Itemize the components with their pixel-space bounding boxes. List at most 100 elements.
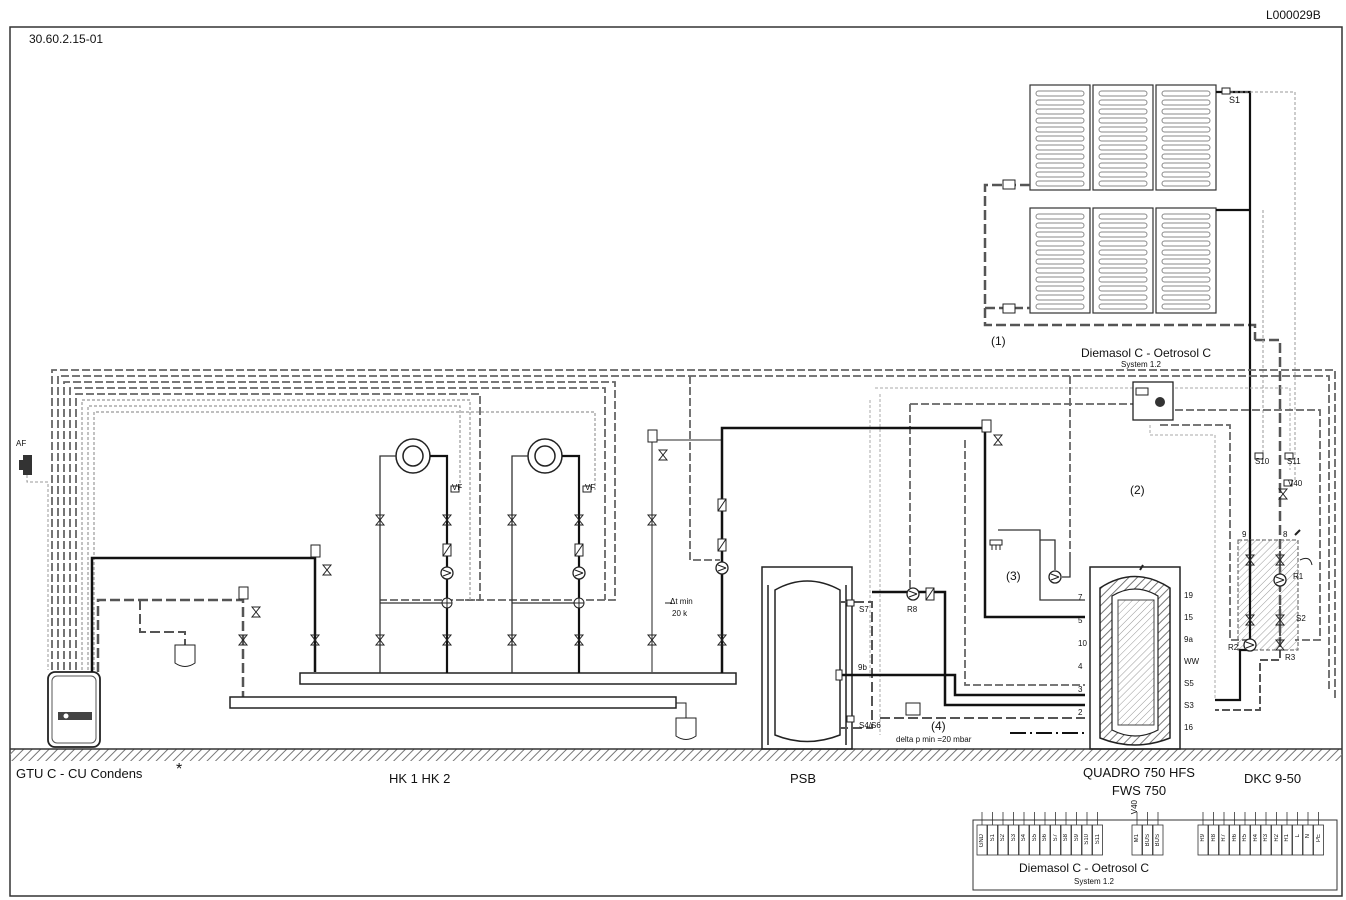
label-r1: R1 bbox=[1293, 572, 1304, 581]
collector-tube bbox=[1161, 249, 1211, 256]
terminal-box bbox=[972, 812, 1338, 891]
collector-tube bbox=[1098, 303, 1148, 310]
collector-tube bbox=[1161, 135, 1211, 142]
collector-tube bbox=[1161, 276, 1211, 283]
solar-controller bbox=[1132, 381, 1174, 421]
terminal-label: S5 bbox=[1031, 834, 1038, 842]
collector-tube bbox=[1098, 135, 1148, 142]
drawing-frame bbox=[9, 26, 1343, 897]
collector-tube bbox=[1161, 144, 1211, 151]
collector-tube bbox=[1035, 135, 1085, 142]
boiler-star: * bbox=[176, 761, 183, 778]
terminal-box-subtitle: System 1.2 bbox=[1073, 877, 1115, 886]
tank-port-right: 19 bbox=[1184, 591, 1193, 600]
terminal-label: S9 bbox=[1073, 834, 1080, 842]
distribution-header-return bbox=[229, 696, 677, 709]
collector-tube bbox=[1098, 144, 1148, 151]
outdoor-sensor-af bbox=[19, 455, 49, 670]
label-vf-hk2: VF bbox=[585, 483, 596, 492]
collector-tube bbox=[1098, 231, 1148, 238]
document-id: L000029B bbox=[1266, 8, 1321, 22]
tank-port-right: 9a bbox=[1184, 635, 1193, 644]
terminal-label: L bbox=[1294, 834, 1301, 838]
label-8: 8 bbox=[1283, 530, 1288, 539]
label-s2: S2 bbox=[1296, 614, 1306, 623]
terminal-label: R7 bbox=[1221, 834, 1227, 842]
collector-tube bbox=[1161, 267, 1211, 274]
collector-tube bbox=[1098, 162, 1148, 169]
label-9: 9 bbox=[1242, 530, 1247, 539]
collector-tube bbox=[1161, 108, 1211, 115]
collector-tube bbox=[1161, 240, 1211, 247]
collector-tube bbox=[1035, 90, 1085, 97]
station-label: DKC 9-50 bbox=[1244, 771, 1302, 786]
collector-tube bbox=[1161, 180, 1211, 187]
terminal-label: BUS bbox=[1144, 834, 1151, 847]
collector-tube bbox=[1098, 249, 1148, 256]
terminal-label: R3 bbox=[1263, 834, 1269, 842]
collector-tube bbox=[1161, 213, 1211, 220]
collector-tube bbox=[1035, 126, 1085, 133]
collector-tube bbox=[1035, 303, 1085, 310]
label-r8: R8 bbox=[907, 605, 918, 614]
collector-tube bbox=[1035, 267, 1085, 274]
label-r2: R2 bbox=[1228, 643, 1239, 652]
collector-tube bbox=[1035, 240, 1085, 247]
collector-tube bbox=[1035, 213, 1085, 220]
tank-port-right: 16 bbox=[1184, 723, 1193, 732]
flow-meter-4 bbox=[905, 702, 921, 716]
collector-tube bbox=[1098, 240, 1148, 247]
collector-tube bbox=[1035, 99, 1085, 106]
port-9b bbox=[835, 669, 843, 681]
label-s7: S7 bbox=[859, 605, 869, 614]
collector-tube bbox=[1161, 171, 1211, 178]
collector-tube bbox=[1035, 231, 1085, 238]
heating-circuit-hk2 bbox=[507, 438, 592, 673]
collector-tube bbox=[1035, 171, 1085, 178]
dt-value-label: 20 k bbox=[672, 609, 688, 618]
sensor-s4s6 bbox=[846, 715, 855, 723]
terminal-label: R8 bbox=[1210, 834, 1217, 842]
air-vent-2 bbox=[238, 586, 261, 618]
tank-label-line1: QUADRO 750 HFS bbox=[1083, 765, 1195, 780]
terminal-label: PE bbox=[1315, 834, 1322, 843]
terminal-label: R2 bbox=[1273, 834, 1280, 842]
tank-port-right: 15 bbox=[1184, 613, 1193, 622]
collector-tube bbox=[1035, 144, 1085, 151]
collector-tube bbox=[1035, 162, 1085, 169]
label-r3: R3 bbox=[1285, 653, 1296, 662]
note-4: (4) bbox=[931, 719, 946, 733]
terminal-label: S4 bbox=[1021, 834, 1027, 842]
collector-tube bbox=[1098, 267, 1148, 274]
terminal-label: S11 bbox=[1094, 834, 1101, 845]
collector-tube bbox=[1161, 162, 1211, 169]
collector-tubes bbox=[1035, 90, 1211, 310]
collector-tube bbox=[1098, 90, 1148, 97]
collector-tube bbox=[1035, 294, 1085, 301]
storage-tank-quadro bbox=[1089, 564, 1181, 750]
collector-tube bbox=[1098, 222, 1148, 229]
terminal-label: N bbox=[1305, 834, 1311, 839]
tank-port-right: S3 bbox=[1184, 701, 1194, 710]
terminal-label: S2 bbox=[1000, 834, 1006, 842]
tank-port-left: 2 bbox=[1078, 708, 1083, 717]
collector-tube bbox=[1098, 126, 1148, 133]
terminal-label: S10 bbox=[1084, 834, 1090, 845]
collector-tube bbox=[1098, 117, 1148, 124]
label-s11: S11 bbox=[1287, 457, 1301, 466]
ground-line bbox=[10, 748, 1342, 761]
terminal-label: R4 bbox=[1252, 834, 1259, 842]
solar-station-dkc bbox=[1215, 452, 1313, 711]
boiler-gtu-c bbox=[47, 671, 101, 748]
label-9b: 9b bbox=[858, 663, 867, 672]
collector-tube bbox=[1098, 258, 1148, 265]
collector-tube bbox=[1035, 222, 1085, 229]
note-3: (3) bbox=[1006, 569, 1021, 583]
collector-tube bbox=[1035, 285, 1085, 292]
collector-tube bbox=[1035, 180, 1085, 187]
terminal-label: S1 bbox=[989, 834, 996, 842]
tank-port-left: 4 bbox=[1078, 662, 1083, 671]
collector-tube bbox=[1098, 153, 1148, 160]
note-2: (2) bbox=[1130, 483, 1145, 497]
